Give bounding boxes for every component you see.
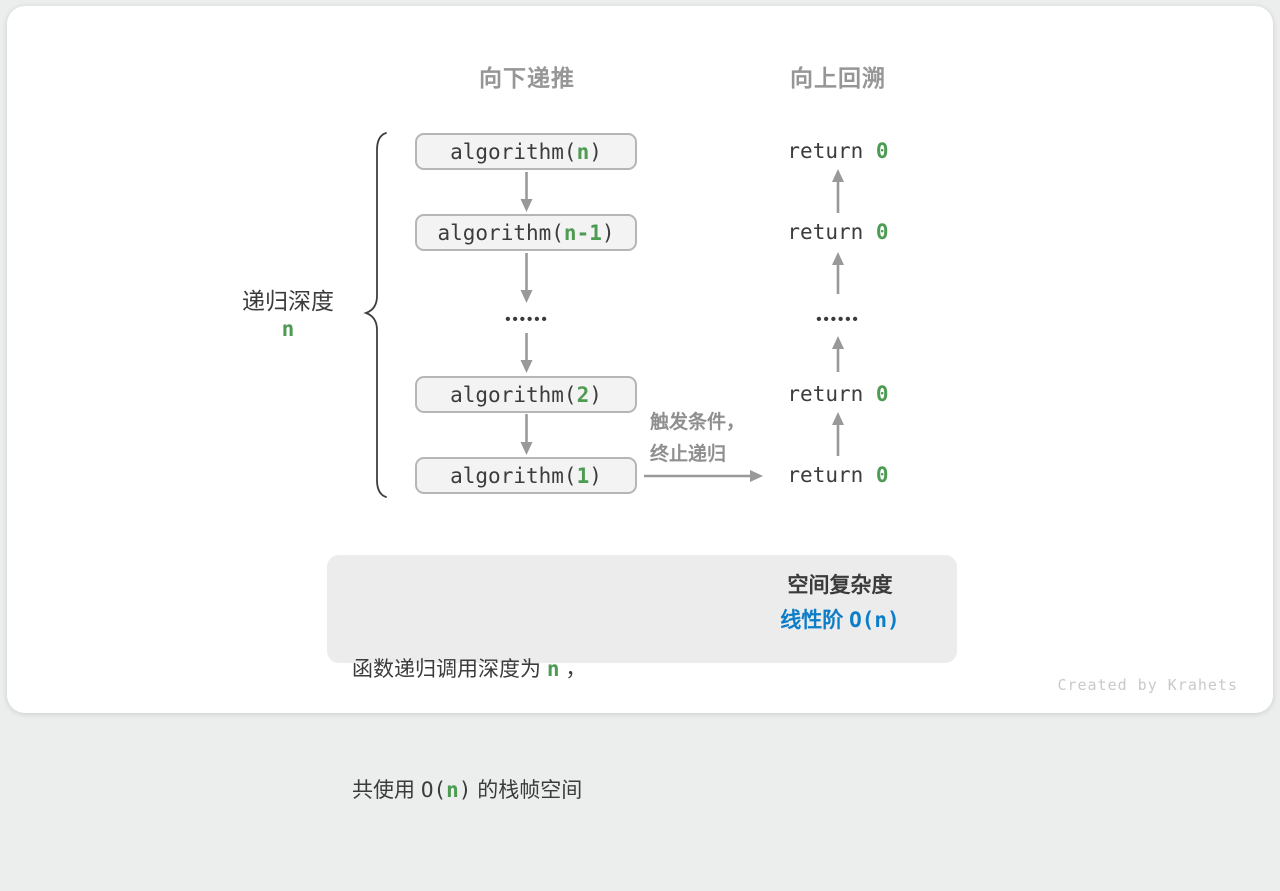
- summary-right-text: 空间复杂度 线性阶 O(n): [730, 571, 950, 640]
- summary-line2-n: n: [446, 778, 459, 802]
- call-box-arg: n-1: [563, 220, 602, 245]
- summary-line-2: 共使用 O(n) 的栈帧空间: [352, 770, 586, 811]
- header-downward-recursion: 向下递推: [479, 65, 575, 91]
- recursion-depth-value: n: [281, 317, 295, 341]
- return-keyword: return: [787, 220, 876, 244]
- termination-note: 触发条件， 终止递归: [650, 407, 745, 471]
- return-statement: return 0: [748, 463, 928, 487]
- summary-line1-pre: 函数递归调用深度为: [352, 658, 547, 681]
- return-value: 0: [875, 463, 889, 487]
- space-complexity-result: 线性阶 O(n): [730, 601, 950, 640]
- call-box-arg: 1: [576, 463, 590, 488]
- return-keyword: return: [787, 139, 876, 163]
- call-box-prefix: algorithm(: [450, 139, 577, 164]
- call-box-algorithm-1: algorithm(1): [415, 457, 637, 494]
- summary-panel: 函数递归调用深度为 n ， 共使用 O(n) 的栈帧空间 空间复杂度 线性阶 O…: [327, 555, 957, 802]
- return-value: 0: [875, 382, 889, 406]
- summary-line1-n: n: [546, 657, 560, 681]
- return-value: 0: [875, 220, 889, 244]
- return-statement: return 0: [748, 382, 928, 406]
- summary-line2-close: ): [458, 778, 472, 802]
- result-expr: O(n): [849, 608, 900, 632]
- termination-note-line1: 触发条件，: [650, 412, 746, 433]
- return-value: 0: [875, 139, 889, 163]
- summary-line2-post: 的栈帧空间: [471, 779, 583, 802]
- summary-line2-pre: 共使用: [352, 779, 421, 802]
- watermark: Created by Krahets: [1057, 676, 1238, 694]
- call-box-algorithm-n-1: algorithm(n-1): [415, 214, 637, 251]
- ellipsis-dots-right: ••••••: [816, 311, 860, 328]
- call-box-algorithm-2: algorithm(2): [415, 376, 637, 413]
- call-box-suffix: ): [601, 220, 615, 245]
- call-box-prefix: algorithm(: [450, 382, 577, 407]
- space-complexity-title: 空间复杂度: [787, 574, 893, 597]
- call-box-suffix: ): [589, 382, 602, 407]
- summary-line1-post: ，: [559, 658, 587, 681]
- recursion-depth-label: 递归深度: [242, 288, 334, 314]
- summary-line-1: 函数递归调用深度为 n ，: [352, 649, 586, 690]
- return-statement: return 0: [748, 139, 928, 163]
- ellipsis-dots-left: ••••••: [505, 311, 549, 328]
- header-upward-backtrack: 向上回溯: [790, 65, 886, 91]
- call-box-suffix: ): [589, 463, 602, 488]
- return-keyword: return: [787, 382, 876, 406]
- return-keyword: return: [787, 463, 876, 487]
- call-box-arg: 2: [576, 382, 590, 407]
- summary-left-text: 函数递归调用深度为 n ， 共使用 O(n) 的栈帧空间: [352, 569, 586, 891]
- summary-line2-open: O(: [420, 778, 447, 802]
- call-box-algorithm-n: algorithm(n): [415, 133, 637, 170]
- call-box-suffix: ): [589, 139, 602, 164]
- termination-note-line2: 终止递归: [650, 444, 727, 465]
- call-box-prefix: algorithm(: [437, 220, 564, 245]
- call-box-arg: n: [576, 139, 590, 164]
- return-statement: return 0: [748, 220, 928, 244]
- result-pre: 线性阶: [780, 609, 850, 632]
- call-box-prefix: algorithm(: [450, 463, 577, 488]
